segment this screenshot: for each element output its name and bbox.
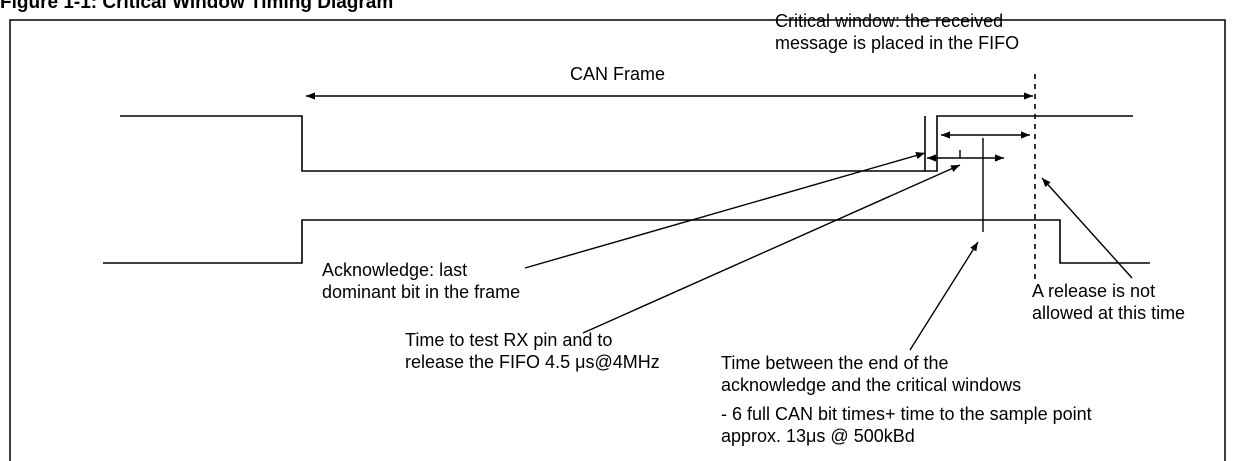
bit-times-line-2: approx. 13μs @ 500kBd [721, 426, 915, 446]
release-not-allowed-line-1: A release is not [1032, 281, 1156, 301]
release-not-allowed-line-2: allowed at this time [1032, 303, 1186, 323]
time-between-line-1: Time between the end of the [721, 353, 949, 373]
test-rx-label: Time to test RX pin and to release the F… [405, 329, 660, 373]
critical-window-label: Critical window: the received message is… [775, 10, 1019, 54]
release-not-allowed-leader [1041, 177, 1133, 279]
acknowledge-label: Acknowledge: last dominant bit in the fr… [322, 259, 520, 303]
time-between-line-2: acknowledge and the critical windows [721, 375, 1022, 395]
test-rx-leader [582, 164, 961, 334]
can-frame-signal [120, 115, 1133, 172]
figure-title: Figure 1-1: Critical Window Timing Diagr… [0, 0, 394, 13]
acknowledge-line-1: Acknowledge: last [322, 260, 468, 280]
time-between-label: Time between the end of the acknowledge … [721, 352, 1021, 396]
acknowledge-line-2: dominant bit in the frame [322, 282, 521, 302]
bit-times-label: - 6 full CAN bit times+ time to the samp… [721, 403, 1092, 447]
critical-window-line-1: Critical window: the received [775, 11, 1004, 31]
fifo-signal [103, 219, 1150, 264]
critical-window-line-2: message is placed in the FIFO [775, 33, 1020, 53]
can-frame-label: CAN Frame [570, 64, 666, 84]
test-rx-line-1: Time to test RX pin and to [405, 330, 613, 350]
acknowledge-leader [524, 152, 926, 269]
release-not-allowed-label: A release is not allowed at this time [1032, 280, 1185, 324]
figure-frame [9, 19, 1226, 461]
time-between-leader [909, 241, 979, 351]
test-rx-line-2: release the FIFO 4.5 μs@4MHz [405, 352, 660, 372]
bit-times-line-1: - 6 full CAN bit times+ time to the samp… [721, 404, 1092, 424]
